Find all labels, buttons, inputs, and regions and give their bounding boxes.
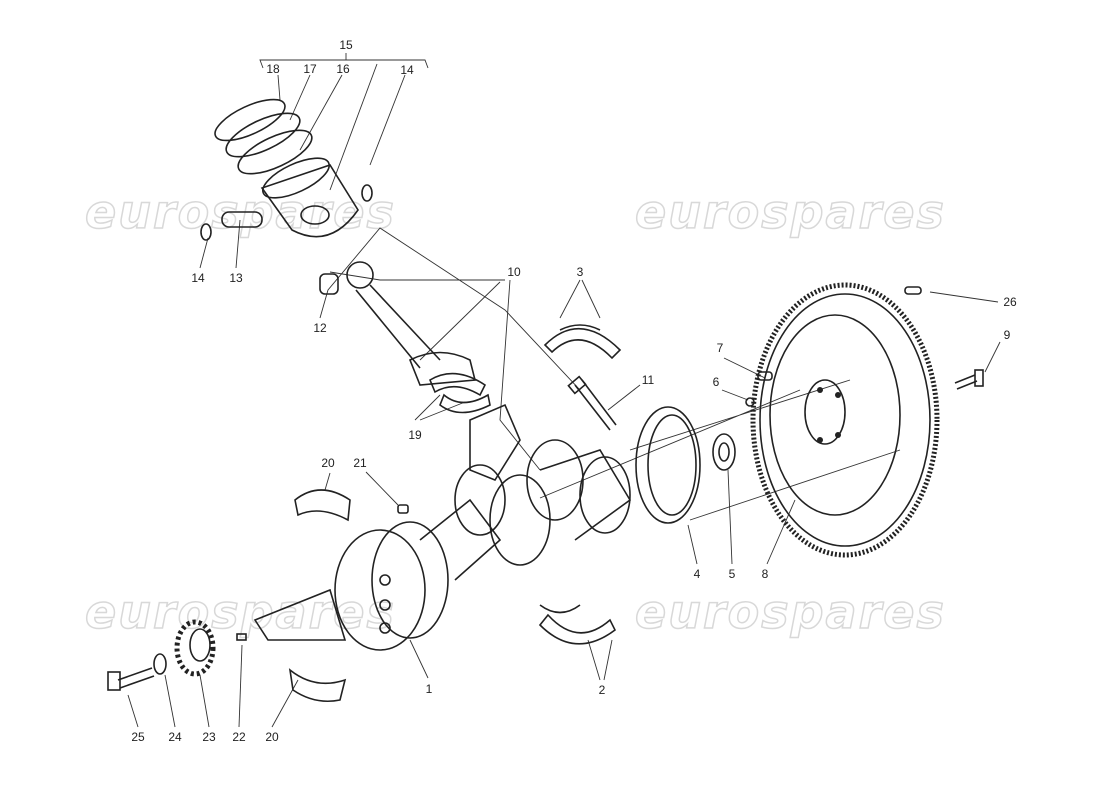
crank-bolt	[107, 667, 155, 691]
callout-14: 14	[400, 63, 414, 77]
callout-16: 16	[336, 62, 350, 76]
piston	[260, 157, 359, 238]
conrod-bolt	[567, 375, 617, 431]
callout-4: 4	[693, 567, 701, 581]
crankshaft	[253, 439, 632, 651]
callout-21: 21	[353, 456, 367, 470]
callout-17: 17	[303, 62, 317, 76]
callout-18: 18	[266, 62, 280, 76]
callout-2: 2	[598, 683, 606, 697]
callout-24: 24	[168, 730, 182, 744]
callout-10: 10	[507, 265, 521, 279]
plug	[397, 504, 409, 514]
flywheel-bolt	[954, 369, 984, 390]
callout-20: 20	[321, 456, 335, 470]
watermark: eurospares	[634, 184, 946, 240]
circlip	[361, 184, 373, 202]
callout-7: 7	[716, 341, 724, 355]
callout-9: 9	[1003, 328, 1011, 342]
callout-5: 5	[728, 567, 736, 581]
small-end-bush	[319, 273, 339, 295]
woodruff-key	[236, 633, 247, 641]
callout-6: 6	[712, 375, 720, 389]
main-bearing-shells	[288, 324, 622, 703]
oil-seal	[635, 406, 701, 524]
callout-22: 22	[232, 730, 246, 744]
watermark: eurospares	[634, 584, 946, 640]
callout-26: 26	[1003, 295, 1017, 309]
conrod-bearings	[428, 372, 491, 414]
callout-8: 8	[761, 567, 769, 581]
callout-25: 25	[131, 730, 145, 744]
callout-14: 14	[191, 271, 205, 285]
callout-15: 15	[339, 38, 353, 52]
timing-gear	[174, 619, 216, 677]
flywheel-dowel	[904, 286, 922, 295]
connecting-rod	[346, 261, 521, 481]
callout-1: 1	[425, 682, 433, 696]
callout-20: 20	[265, 730, 279, 744]
circlip	[200, 223, 212, 241]
callout-11: 11	[641, 373, 655, 387]
pilot-bearing	[712, 433, 736, 471]
callout-13: 13	[229, 271, 243, 285]
flywheel	[750, 282, 940, 558]
callout-19: 19	[408, 428, 422, 442]
piston-pin	[221, 211, 263, 228]
callout-12: 12	[313, 321, 327, 335]
callout-23: 23	[202, 730, 216, 744]
callout-3: 3	[576, 265, 584, 279]
washer	[153, 653, 167, 675]
dowel-and-washer	[745, 371, 773, 407]
piston-rings	[214, 98, 313, 175]
